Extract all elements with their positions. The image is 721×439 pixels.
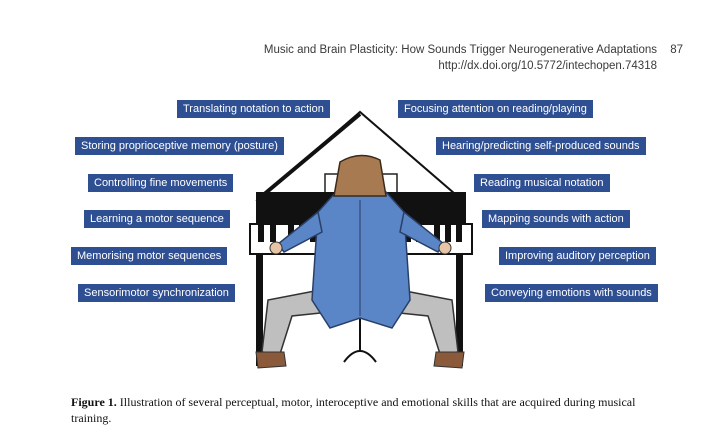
label-learning-motor-sequence: Learning a motor sequence xyxy=(84,210,230,228)
label-translating-notation: Translating notation to action xyxy=(177,100,330,118)
label-hearing-predicting-sounds: Hearing/predicting self-produced sounds xyxy=(436,137,646,155)
pianist-coat xyxy=(276,191,446,329)
figure-number: Figure 1. xyxy=(71,395,117,409)
pianist-right-hand xyxy=(438,241,452,255)
piano-leg-left xyxy=(256,254,263,366)
label-controlling-fine-movements: Controlling fine movements xyxy=(88,174,234,192)
page-number: 87 xyxy=(670,44,683,56)
figure-caption: Figure 1. Illustration of several percep… xyxy=(71,394,671,426)
doi-link[interactable]: http://dx.doi.org/10.5772/intechopen.743… xyxy=(438,60,657,72)
running-title: Music and Brain Plasticity: How Sounds T… xyxy=(263,44,657,56)
caption-text: Illustration of several perceptual, moto… xyxy=(71,395,636,425)
label-storing-proprioceptive-memory: Storing proprioceptive memory (posture) xyxy=(75,137,284,155)
label-sensorimotor-synchronization: Sensorimotor synchronization xyxy=(78,284,235,302)
label-mapping-sounds-action: Mapping sounds with action xyxy=(482,210,630,228)
label-conveying-emotions: Conveying emotions with sounds xyxy=(485,284,658,302)
running-header: Music and Brain Plasticity: How Sounds T… xyxy=(263,42,683,74)
label-memorising-motor-sequences: Memorising motor sequences xyxy=(71,247,228,265)
piano-leg-right xyxy=(456,254,463,366)
pianist-left-hand xyxy=(269,241,283,255)
label-improving-auditory-perception: Improving auditory perception xyxy=(499,247,656,265)
pianist-hair xyxy=(333,154,387,197)
label-reading-musical-notation: Reading musical notation xyxy=(474,174,610,192)
label-focusing-attention: Focusing attention on reading/playing xyxy=(398,100,593,118)
